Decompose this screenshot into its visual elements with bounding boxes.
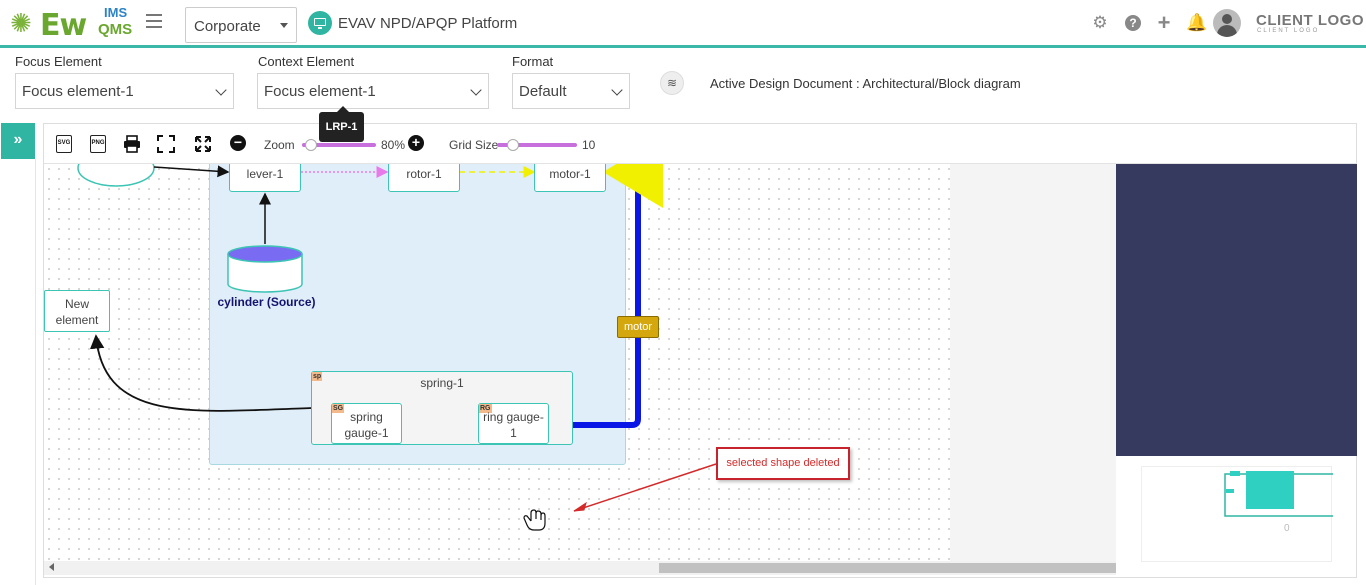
new-element-label-line1: New — [64, 297, 89, 311]
node-rotor-label: rotor-1 — [406, 167, 442, 181]
node-ring-gauge[interactable]: RG ring gauge- 1 — [478, 403, 549, 444]
node-lever[interactable]: lever-1 — [229, 164, 301, 192]
spring-tag: sp — [312, 372, 323, 381]
sidebar-strip — [0, 159, 36, 585]
scrollbar-thumb[interactable] — [659, 563, 1116, 573]
chevron-down-icon — [215, 84, 227, 96]
zoom-label: Zoom — [264, 138, 295, 152]
context-element-value: Focus element-1 — [264, 83, 376, 100]
minimap[interactable]: 0 — [1141, 466, 1333, 562]
platform-title: EVAV NPD/APQP Platform — [338, 15, 518, 32]
diagram-canvas[interactable]: lever-1 rotor-1 motor-1 cylinder (Source… — [44, 164, 1116, 561]
logo-text: Ew — [40, 8, 87, 43]
node-rotor[interactable]: rotor-1 — [388, 164, 460, 192]
active-design-document: Active Design Document : Architectural/B… — [710, 76, 1021, 91]
focus-element-label: Focus Element — [15, 54, 102, 69]
help-icon[interactable]: ? — [1125, 15, 1141, 31]
ring-gauge-tag: RG — [479, 404, 492, 413]
horizontal-scrollbar[interactable] — [44, 561, 1116, 575]
sun-logo-icon: ✺ — [10, 8, 32, 38]
annotation-callout: selected shape deleted — [716, 447, 850, 480]
scroll-left-icon[interactable] — [49, 563, 54, 571]
node-motor-label: motor-1 — [549, 167, 591, 181]
zoom-out-icon[interactable]: − — [230, 135, 246, 151]
bell-icon[interactable]: 🔔 — [1186, 13, 1208, 32]
node-new-element[interactable]: New element — [44, 290, 110, 332]
organization-select-value: Corporate — [194, 18, 261, 35]
chevron-down-icon — [470, 84, 482, 96]
export-svg-icon[interactable]: SVG — [56, 135, 72, 153]
context-element-select[interactable]: Focus element-1 — [257, 73, 489, 109]
cylinder-label: cylinder (Source) — [217, 295, 316, 309]
grid-size-slider-handle[interactable] — [507, 139, 519, 151]
grid-size-slider[interactable] — [497, 139, 577, 151]
focus-element-value: Focus element-1 — [22, 83, 134, 100]
hamburger-menu-icon[interactable] — [146, 14, 162, 28]
diagram-toolbar: SVG PNG − Zoom 80% + Grid Size 10 — [44, 124, 1356, 164]
node-motor[interactable]: motor-1 — [534, 164, 606, 192]
plus-icon[interactable]: + — [1157, 10, 1171, 35]
client-logo: CLIENT LOGO — [1256, 12, 1364, 29]
monitor-icon — [308, 11, 332, 35]
format-value: Default — [519, 83, 567, 100]
app-logo[interactable]: ✺ Ew IMS QMS — [10, 4, 133, 43]
chevron-down-icon — [611, 84, 623, 96]
new-element-label-line2: element — [55, 313, 99, 327]
zoom-in-icon[interactable]: + — [408, 135, 424, 151]
minimap-value: 0 — [1284, 523, 1290, 534]
spring-gauge-label-line2: gauge-1 — [344, 426, 389, 440]
client-logo-subtext: CLIENT LOGO — [1257, 28, 1320, 34]
diagram-editor: SVG PNG − Zoom 80% + Grid Size 10 — [43, 123, 1357, 578]
caret-down-icon — [280, 23, 288, 28]
grid-size-value: 10 — [582, 138, 596, 152]
organization-select[interactable]: Corporate — [185, 7, 297, 43]
export-png-icon[interactable]: PNG — [90, 135, 106, 153]
node-spring-label: spring-1 — [420, 376, 464, 390]
spring-gauge-tag: SG — [332, 404, 345, 413]
focus-element-select[interactable]: Focus element-1 — [15, 73, 234, 109]
layers-icon[interactable]: ≋ — [660, 71, 684, 95]
connectors — [77, 164, 717, 531]
user-avatar[interactable] — [1213, 9, 1241, 37]
node-spring-gauge[interactable]: SG spring gauge-1 — [331, 403, 402, 444]
format-label: Format — [512, 54, 554, 69]
logo-qms-text: QMS — [98, 21, 133, 38]
zoom-value: 80% — [381, 138, 406, 152]
expand-icon[interactable] — [194, 135, 212, 153]
grid-size-label: Grid Size — [449, 138, 499, 152]
tooltip: LRP-1 — [319, 106, 364, 142]
logo-ims-text: IMS — [104, 5, 128, 20]
ring-gauge-label-line2: 1 — [510, 426, 517, 440]
top-bar: ✺ Ew IMS QMS Corporate EVAV NPD/APQP Pla… — [0, 0, 1366, 48]
fit-screen-icon[interactable] — [157, 135, 175, 153]
properties-panel — [1116, 164, 1357, 456]
spring-gauge-label-line1: spring — [350, 410, 383, 424]
zoom-slider-handle[interactable] — [305, 139, 317, 151]
format-select[interactable]: Default — [512, 73, 630, 109]
minimap-preview — [1224, 471, 1333, 517]
canvas-offpage-area — [950, 164, 1116, 561]
zoom-slider[interactable] — [302, 139, 376, 151]
gear-icon[interactable]: ⚙ — [1092, 13, 1108, 32]
expand-sidebar-button[interactable]: » — [1, 123, 35, 159]
print-icon[interactable] — [123, 135, 141, 153]
node-lever-label: lever-1 — [246, 167, 284, 181]
context-element-label: Context Element — [258, 54, 355, 69]
connector-label-motor[interactable]: motor — [617, 316, 659, 338]
ring-gauge-label-line1: ring gauge- — [483, 410, 544, 424]
